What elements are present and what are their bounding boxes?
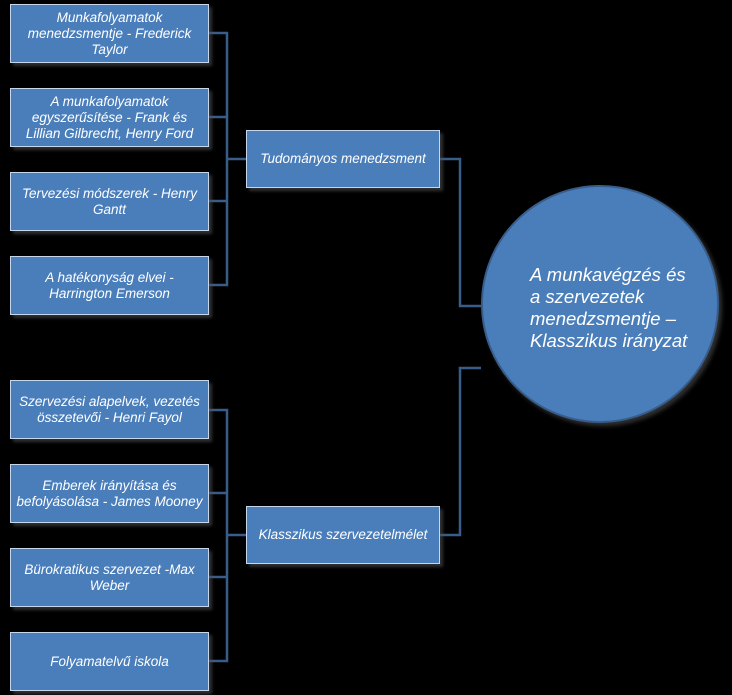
top-category-box: Tudományos menedzsment: [246, 130, 440, 188]
top-item-2-label: A munkafolyamatok egyszerűsítése - Frank…: [25, 93, 194, 141]
top-item-3-label: Tervezési módszerek - Henry Gantt: [21, 185, 198, 217]
top-category-label: Tudományos menedzsment: [260, 151, 426, 166]
top-item-3: Tervezési módszerek - Henry Gantt: [10, 172, 209, 231]
root-label: A munkavégzés és a szervezetek menedzsme…: [530, 264, 688, 351]
top-item-2: A munkafolyamatok egyszerűsítése - Frank…: [10, 88, 209, 147]
top-item-4: A hatékonyság elvei - Harrington Emerson: [10, 256, 209, 315]
top-item-4-label: A hatékonyság elvei - Harrington Emerson: [45, 269, 174, 301]
bottom-item-1-label: Szervezési alapelvek, vezetés összetevői…: [19, 393, 200, 425]
bottom-category-label: Klasszikus szervezetelmélet: [258, 527, 428, 542]
top-item-1-label: Munkafolyamatok menedzsmentje - Frederic…: [27, 9, 192, 57]
bottom-item-4: Folyamatelvű iskola: [10, 632, 209, 691]
bottom-item-3-label: Bürokratikus szervezet -Max Weber: [24, 561, 195, 593]
root-circle: [481, 185, 719, 423]
top-item-1: Munkafolyamatok menedzsmentje - Frederic…: [10, 4, 209, 63]
bottom-item-3: Bürokratikus szervezet -Max Weber: [10, 548, 209, 607]
bottom-item-2-label: Emberek irányítása és befolyásolása - Ja…: [16, 477, 203, 509]
bottom-category-box: Klasszikus szervezetelmélet: [246, 506, 440, 564]
bottom-item-1: Szervezési alapelvek, vezetés összetevői…: [10, 380, 209, 439]
bottom-item-4-label: Folyamatelvű iskola: [50, 653, 169, 669]
bottom-item-2: Emberek irányítása és befolyásolása - Ja…: [10, 464, 209, 523]
